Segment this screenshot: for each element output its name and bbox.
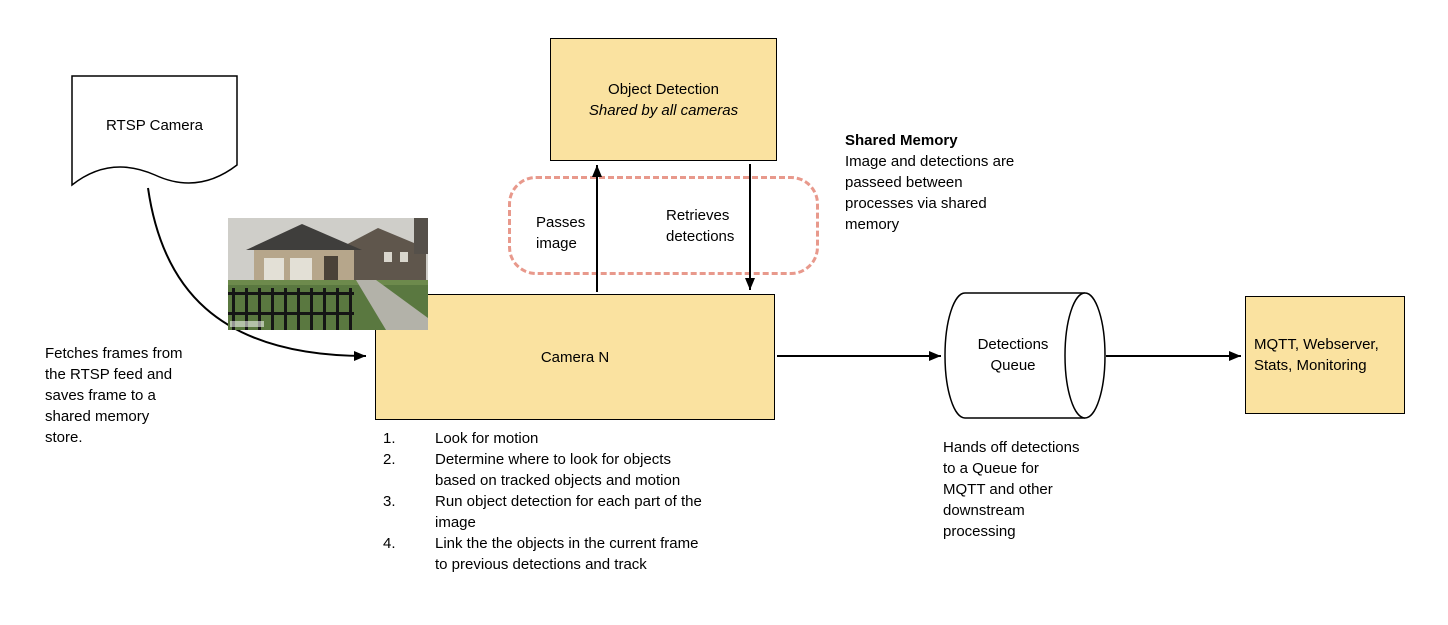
rtsp-camera-shape — [71, 75, 238, 187]
camera-n-steps: 1. Look for motion 2. Determine where to… — [383, 428, 747, 575]
fetch-note: Fetches frames from the RTSP feed and sa… — [45, 345, 183, 446]
fetch-frames-arrow — [147, 187, 367, 361]
rtsp-camera-label: RTSP Camera — [106, 117, 203, 134]
camera-n-label: Camera N — [540, 348, 610, 366]
object-detection-subtitle: Shared by all cameras — [588, 101, 739, 119]
step-text: Determine where to look for objects base… — [435, 451, 681, 489]
step-text: Run object detection for each part of th… — [435, 493, 702, 531]
step-number: 2. — [383, 451, 396, 468]
camera-snapshot-art — [228, 218, 428, 330]
step-text: Link the the objects in the current fram… — [435, 535, 699, 573]
queue-note: Hands off detections to a Queue for MQTT… — [943, 439, 1080, 540]
object-detection-title: Object Detection — [608, 80, 719, 98]
detections-queue-label: Detections Queue — [977, 336, 1049, 374]
step-item: 3. Run object detection for each part of… — [383, 491, 747, 533]
shared-memory-title: Shared Memory — [845, 132, 958, 149]
detections-queue-shape — [944, 292, 1106, 419]
outputs-label: MQTT, Webserver, Stats, Monitoring — [1254, 336, 1379, 374]
outputs-node: MQTT, Webserver, Stats, Monitoring — [1245, 296, 1405, 414]
step-item: 2. Determine where to look for objects b… — [383, 449, 747, 491]
passes-image-label: Passes image — [536, 214, 586, 252]
camera-n-node: Camera N — [375, 294, 775, 420]
shared-memory-note: Shared Memory Image and detections are p… — [845, 130, 1055, 235]
shared-memory-body: Image and detections are passeed between… — [845, 153, 1015, 233]
object-detection-node: Object Detection Shared by all cameras — [550, 38, 777, 161]
camera-snapshot-image — [228, 218, 428, 330]
step-number: 3. — [383, 493, 396, 510]
shared-memory-boundary — [508, 176, 819, 275]
step-text: Look for motion — [435, 430, 539, 447]
step-number: 4. — [383, 535, 396, 552]
step-item: 1. Look for motion — [383, 428, 747, 449]
retrieves-detections-label: Retrieves detections — [666, 207, 735, 245]
step-number: 1. — [383, 430, 396, 447]
step-item: 4. Link the the objects in the current f… — [383, 533, 747, 575]
